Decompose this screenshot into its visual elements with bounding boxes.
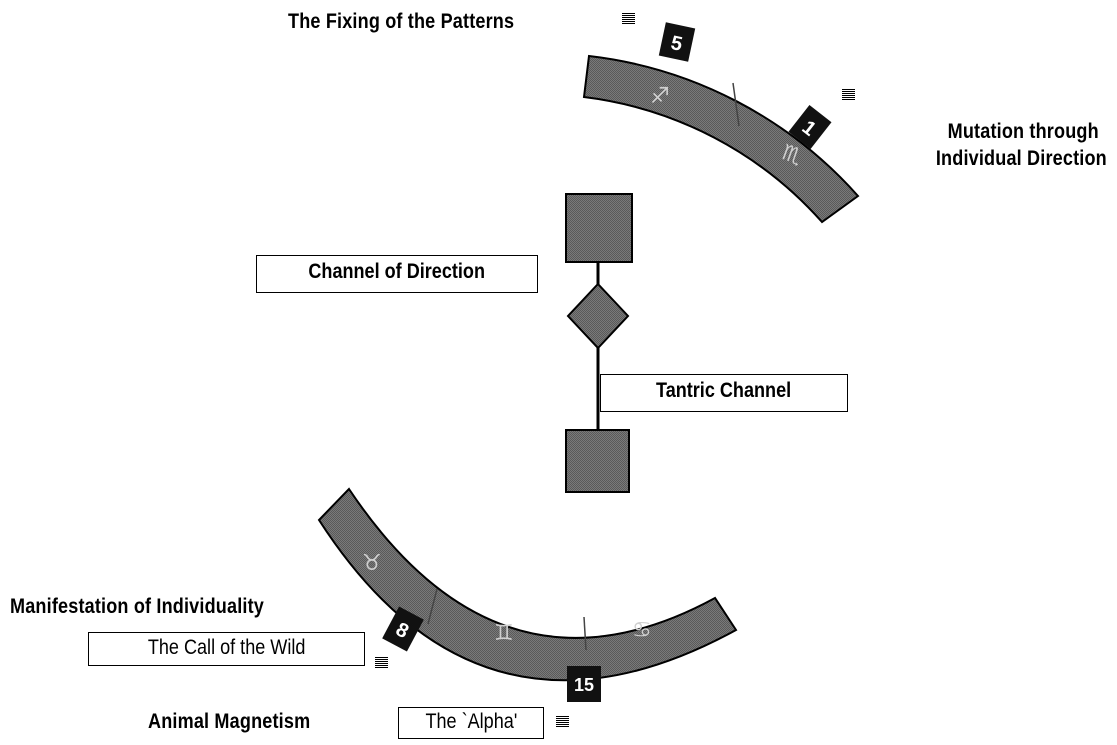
gate-1-label-line2: Individual Direction [935,147,1107,170]
lower-zodiac-band [317,487,738,682]
channel-tantric-label: Tantric Channel [600,374,848,412]
gate-8-line-label: The Call of the Wild [88,632,365,666]
hexagram-icon [622,13,635,25]
gate-1-box [788,104,832,150]
gate-8-box [382,606,424,652]
sagittarius-glyph: ♐ [650,84,670,109]
gate-5-label: The Fixing of the Patterns [288,10,515,33]
sacral-center [565,429,630,493]
hexagram-icon [842,89,855,101]
upper-zodiac-band [582,54,860,224]
gate-5-number: 5 [669,32,684,56]
head-center [565,193,633,263]
g-center [566,282,630,350]
gate-15-box [567,666,601,702]
gemini-glyph: ♊ [494,621,514,646]
band-divider [583,616,587,651]
gate-1-label-line1: Mutation through [947,120,1099,143]
channel-direction-label: Channel of Direction [256,255,538,293]
gate-15-label: Animal Magnetism [148,710,311,733]
hexagram-icon [375,657,388,669]
band-divider [732,82,740,127]
hexagram-icon [556,716,569,728]
gate-15-number: 15 [574,675,594,695]
gate-5-box [658,22,696,62]
gate-8-label: Manifestation of Individuality [10,595,265,618]
gate-15-line-label: The `Alpha' [398,707,544,739]
band-divider [427,588,438,625]
cancer-glyph: ♋ [632,618,652,643]
taurus-glyph: ♉ [362,551,382,576]
